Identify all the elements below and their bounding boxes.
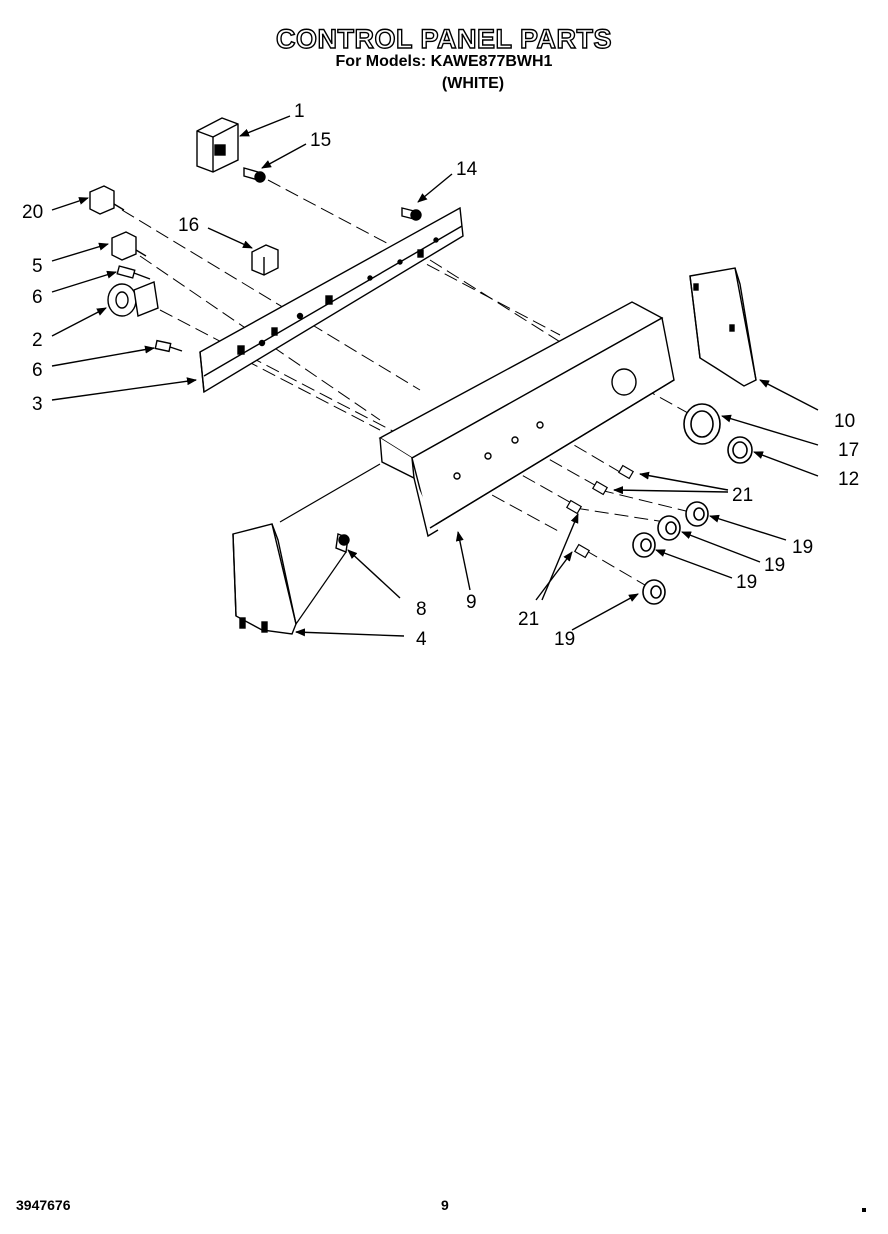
callout-19-c: 19 xyxy=(736,572,757,593)
callout-12: 12 xyxy=(838,469,859,490)
part-4-end-cap-left xyxy=(232,523,297,635)
callout-5: 5 xyxy=(32,256,43,277)
part-20-connector xyxy=(89,185,125,215)
callout-10: 10 xyxy=(834,411,855,432)
callout-labels: 1 15 14 20 16 5 6 2 6 3 10 17 12 21 19 1… xyxy=(22,101,859,650)
callout-16: 16 xyxy=(178,215,199,236)
connector-lines xyxy=(279,463,381,625)
callout-1: 1 xyxy=(294,101,305,122)
part-19-buttons xyxy=(632,501,709,605)
callout-14: 14 xyxy=(456,159,478,180)
callout-8: 8 xyxy=(416,599,427,620)
part-1-switch xyxy=(196,117,239,173)
callout-21-lower: 21 xyxy=(518,609,539,630)
callout-19-a: 19 xyxy=(792,537,813,558)
callout-19-d: 19 xyxy=(554,629,575,650)
part-16-relay xyxy=(251,244,279,276)
part-17-bezel xyxy=(683,403,721,445)
callout-2: 2 xyxy=(32,330,43,351)
document-number: 3947676 xyxy=(16,1197,71,1213)
callout-15: 15 xyxy=(310,130,331,151)
part-21-clips xyxy=(565,464,635,559)
page-number: 9 xyxy=(441,1197,449,1213)
part-2-pressure-switch xyxy=(107,281,159,317)
callout-19-b: 19 xyxy=(764,555,785,576)
part-10-end-cap-right xyxy=(689,267,757,387)
part-6-screw-upper xyxy=(116,265,151,280)
part-12-knob xyxy=(727,436,753,464)
console-body xyxy=(378,301,675,538)
part-3-bracket xyxy=(199,206,464,394)
part-5-connector xyxy=(111,231,147,261)
callout-20: 20 xyxy=(22,202,43,223)
model-subtitle: For Models: KAWE877BWH1 xyxy=(335,53,553,70)
part-15-screw xyxy=(243,167,266,183)
callout-6-lower: 6 xyxy=(32,360,43,381)
corner-mark xyxy=(862,1208,866,1212)
part-8-screw xyxy=(335,533,350,553)
callout-6-upper: 6 xyxy=(32,287,43,308)
part-14-screw xyxy=(401,207,422,221)
callout-21-upper: 21 xyxy=(732,485,753,506)
callout-17: 17 xyxy=(838,440,859,461)
callout-3: 3 xyxy=(32,394,43,415)
page-title: CONTROL PANEL PARTS xyxy=(275,23,613,54)
part-6-screw-lower xyxy=(154,339,183,353)
color-variant: (WHITE) xyxy=(441,75,505,92)
callout-9: 9 xyxy=(466,592,477,613)
leader-lines xyxy=(51,115,819,637)
callout-4: 4 xyxy=(416,629,427,650)
